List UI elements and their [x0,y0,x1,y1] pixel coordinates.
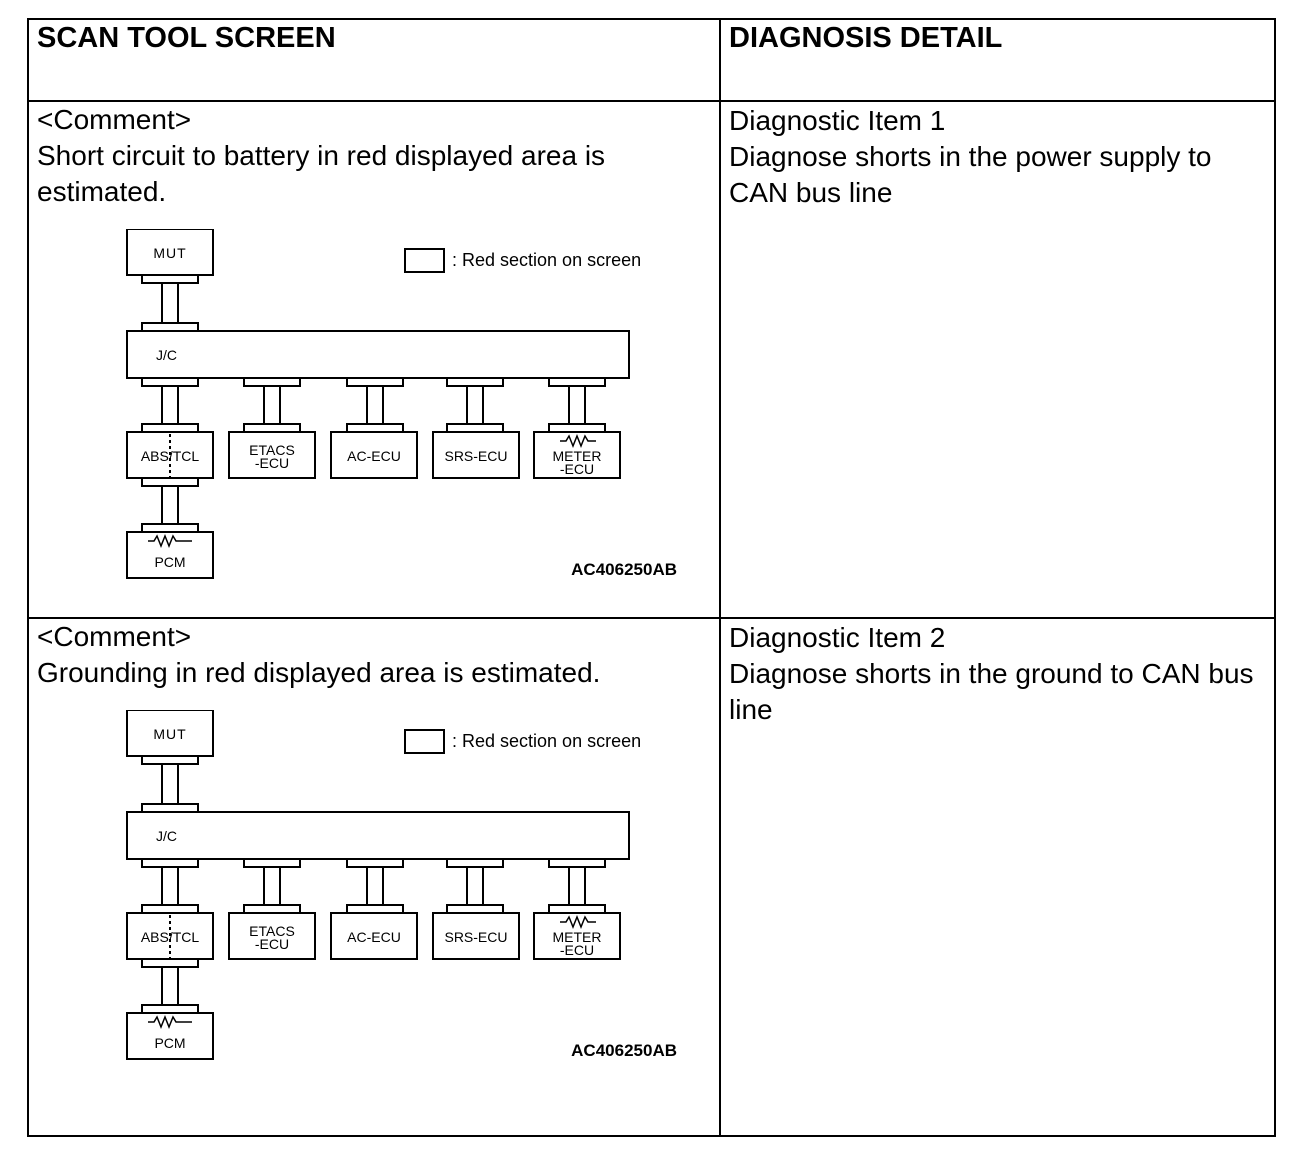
srs-ecu-box [432,431,520,479]
diagnostic-item-title: Diagnostic Item 2 [729,622,946,653]
ecu-connectors [141,858,606,914]
mut-label: MUT [153,726,186,742]
meter-ecu-box [533,431,621,479]
header-row: SCAN TOOL SCREEN DIAGNOSIS DETAIL [27,18,1276,102]
legend-swatch [404,248,445,273]
diagnosis-detail-cell-1: Diagnostic Item 1 Diagnose shorts in the… [719,100,1276,619]
diagnostic-item-text: Diagnose shorts in the power supply to C… [729,141,1212,208]
pcm-box [126,1012,214,1060]
scan-tool-screen-heading: SCAN TOOL SCREEN [37,22,336,54]
etacs-ecu-label: ETACS-ECU [249,923,295,952]
diagnostic-item-title: Diagnostic Item 1 [729,105,946,136]
pcm-label: PCM [154,1035,185,1051]
srs-ecu-box [432,912,520,960]
ac-ecu-label: AC-ECU [347,929,401,945]
resistor-icon [560,433,596,449]
ac-ecu-box [330,431,418,479]
jc-box [126,811,630,860]
jc-label: J/C [156,828,177,844]
ac-ecu-box [330,912,418,960]
pcm-box [126,531,214,579]
diagnosis-detail-cell-2: Diagnostic Item 2 Diagnose shorts in the… [719,617,1276,1137]
jc-label: J/C [156,347,177,363]
comment-label: <Comment> [37,104,192,135]
header-cell-right: DIAGNOSIS DETAIL [719,18,1276,102]
diagnostic-row-1: <Comment> Short circuit to battery in re… [27,100,1276,619]
mut-label: MUT [153,245,186,261]
comment-text: Grounding in red displayed area is estim… [37,657,601,688]
comment-text: Short circuit to battery in red displaye… [37,140,606,207]
can-bus-diagram: MUT : Red section on screen J/C [126,710,677,1060]
meter-ecu-label: METER-ECU [553,929,602,958]
etacs-ecu-box [228,912,316,960]
etacs-ecu-label: ETACS-ECU [249,442,295,471]
diagnosis-table: SCAN TOOL SCREEN DIAGNOSIS DETAIL <Comme… [27,18,1276,1137]
pcm-label: PCM [154,554,185,570]
legend-label: : Red section on screen [452,731,641,751]
ac-ecu-label: AC-ECU [347,448,401,464]
etacs-ecu-box [228,431,316,479]
diagnostic-row-2: <Comment> Grounding in red displayed are… [27,617,1276,1137]
scan-tool-cell-2: <Comment> Grounding in red displayed are… [27,617,721,1137]
legend-swatch [404,729,445,754]
ecu-connectors [141,377,606,433]
comment-label: <Comment> [37,621,192,652]
can-bus-diagram: MUT : Red section on screen J/C [126,229,677,579]
srs-ecu-label: SRS-ECU [444,448,507,464]
meter-ecu-label: METER-ECU [553,448,602,477]
jc-box [126,330,630,379]
legend-label: : Red section on screen [452,250,641,270]
resistor-icon [560,914,596,930]
header-cell-left: SCAN TOOL SCREEN [27,18,721,102]
figure-id: AC406250AB [571,1041,677,1060]
resistor-icon [148,533,192,549]
scan-tool-cell-1: <Comment> Short circuit to battery in re… [27,100,721,619]
figure-id: AC406250AB [571,560,677,579]
abs-tcl-label: ABS/TCL [141,448,200,464]
diagnosis-detail-heading: DIAGNOSIS DETAIL [729,22,1003,54]
srs-ecu-label: SRS-ECU [444,929,507,945]
meter-ecu-box [533,912,621,960]
resistor-icon [148,1014,192,1030]
abs-tcl-label: ABS/TCL [141,929,200,945]
diagnostic-item-text: Diagnose shorts in the ground to CAN bus… [729,658,1254,725]
